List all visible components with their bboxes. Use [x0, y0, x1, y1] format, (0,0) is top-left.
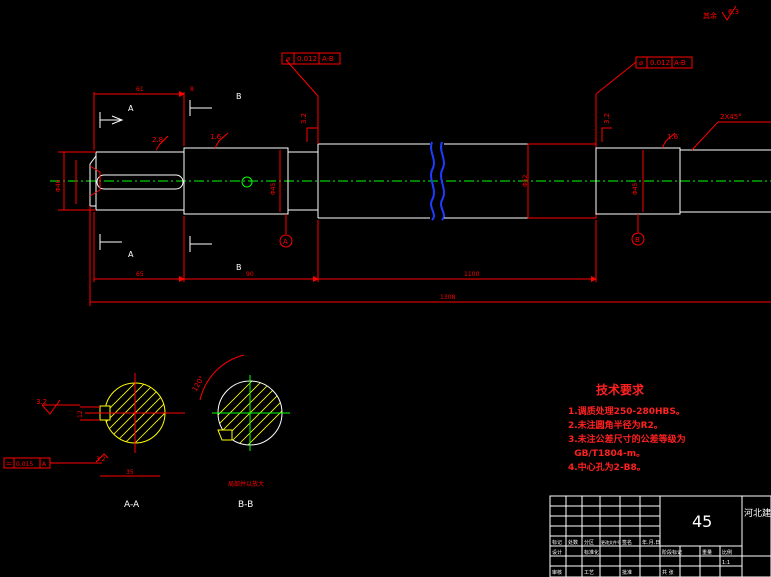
tech-title: 技术要求: [596, 382, 645, 397]
shaft-segment-2: [183, 147, 289, 215]
review-label-1: 审核: [552, 569, 562, 576]
row-label-3: 分区: [584, 539, 594, 546]
shaft-segment-6: [595, 147, 681, 215]
scale-label: 比例: [722, 549, 732, 556]
dim-chamfer: 2X45°: [720, 113, 742, 121]
row-label-4: 更改文件号: [601, 539, 621, 545]
tech-item-2: 2.未注圆角半径为R2。: [568, 419, 663, 431]
dim-dia-right: Φ45: [632, 182, 639, 195]
tech-item-3: 3.未注公差尺寸的公差等级为: [568, 433, 686, 445]
tol-keyway-symbol: =: [6, 460, 12, 468]
dim-90: 90: [246, 271, 254, 278]
roughness-corner-value: 6.3: [728, 8, 739, 16]
row-label-5: 签名: [622, 539, 632, 546]
dim-dia-left: Φ40: [55, 179, 62, 192]
title-block: 标记 处数 分区 更改文件号 签名 年.月.日 设计 标准化 阶段标记 重量 比…: [549, 495, 771, 577]
dim-top-8: 8: [190, 86, 194, 93]
scale-value: 1:1: [722, 560, 730, 566]
tol-left-value: 0.012: [297, 55, 317, 63]
shaft-collar: [527, 143, 597, 219]
tol-right-datum: A-B: [674, 59, 686, 67]
section-bb-note: 局部并以放大: [228, 480, 264, 488]
roughness-corner-label: 其余: [703, 11, 717, 20]
tol-left-datum: A-B: [322, 55, 334, 63]
school-name: 河北建筑: [744, 507, 771, 519]
datum-b-label: B: [635, 236, 640, 244]
keyway-slot: [96, 174, 184, 190]
rough-32c: 3.2: [36, 398, 47, 406]
dimensions: 61 8 65 90 1100 1308 Φ40 Φ45 Φ52 Φ45 2X4…: [55, 86, 771, 306]
svg-text:⌀: ⌀: [639, 59, 643, 67]
dim-65: 65: [136, 271, 144, 278]
design-label-2: 标准化: [584, 549, 599, 556]
datum-b: B: [631, 214, 645, 246]
design-label-3: 阶段标记: [662, 549, 682, 556]
section-b-top: B: [236, 92, 242, 101]
rough-28: 2.8: [152, 136, 163, 144]
dim-top-61: 61: [136, 86, 144, 93]
section-b-bottom: B: [236, 263, 242, 272]
tolerance-left: ⌀ 0.012 A-B: [281, 52, 341, 144]
section-aa-title: A-A: [124, 500, 140, 510]
row-label-6: 年.月.日: [642, 539, 660, 546]
rough-32d: 3.2: [96, 456, 106, 463]
row-label-1: 标记: [552, 539, 562, 546]
weight-label: 重量: [702, 549, 712, 556]
tol-keyway-datum: A: [42, 461, 47, 468]
rough-16b: 1.6: [667, 133, 679, 141]
review-label-2: 工艺: [584, 570, 594, 576]
pin-hole: [241, 176, 253, 188]
roughness-marks: 2.8 1.6 3.2 3.2 1.6: [152, 113, 679, 151]
dim-keyway-35: 35: [126, 469, 134, 476]
material-value: 45: [692, 512, 712, 531]
sheet-label: 共 张: [662, 569, 674, 576]
tech-requirements: 技术要求 1.调质处理250-280HBS。 2.未注圆角半径为R2。 3.未注…: [568, 382, 686, 473]
break-line-2: [440, 141, 445, 221]
dim-dia-center: Φ52: [522, 174, 529, 187]
design-label-1: 设计: [552, 549, 562, 556]
rough-32b: 3.2: [603, 113, 611, 124]
dim-dia-mid: Φ45: [270, 182, 277, 195]
center-hole: [89, 165, 101, 197]
section-bb-title: B-B: [238, 500, 253, 510]
tech-item-1: 1.调质处理250-280HBS。: [568, 405, 685, 417]
svg-text:⌀: ⌀: [286, 55, 290, 63]
section-markers: A A B B: [99, 92, 242, 272]
shaft-segment-4b: [444, 143, 528, 219]
tol-keyway-value: 0.015: [16, 461, 33, 468]
tolerance-right: ⌀ 0.012 A-B: [595, 56, 693, 144]
tech-item-5: 4.中心孔为2-B8。: [568, 461, 646, 473]
dim-sec-angle: 120°: [191, 374, 206, 393]
section-a-top: A: [128, 104, 134, 113]
shaft-outline: [50, 141, 771, 221]
roughness-corner: 其余 6.3: [703, 5, 739, 21]
tol-right-value: 0.012: [650, 59, 670, 67]
rough-32a: 3.2: [300, 113, 308, 124]
section-a-bottom: A: [128, 250, 134, 259]
break-line-1: [430, 141, 435, 221]
shaft-segment-4a: [317, 143, 430, 219]
shaft-segment-7: [680, 149, 771, 213]
section-view-bb: 120° 局部并以放大 B-B: [191, 354, 290, 510]
rough-16a: 1.6: [210, 133, 222, 141]
tech-item-4: GB/T1804-m。: [568, 449, 645, 459]
datum-a-label: A: [283, 238, 288, 246]
dim-keyway-12: 12: [77, 410, 84, 418]
dim-1100: 1100: [464, 271, 479, 278]
row-label-2: 处数: [568, 539, 578, 546]
review-label-3: 批准: [622, 569, 632, 576]
dim-1308: 1308: [440, 294, 455, 301]
datum-a: A: [279, 214, 293, 248]
section-view-aa: 12 3.2 3.2 35 = 0.015 A A-A: [3, 373, 185, 510]
